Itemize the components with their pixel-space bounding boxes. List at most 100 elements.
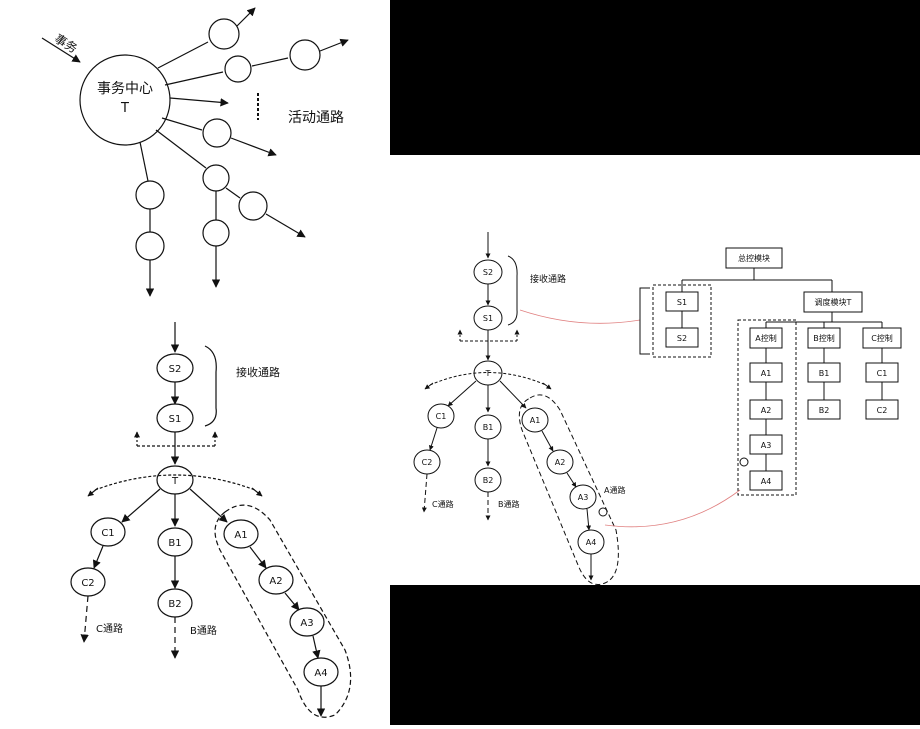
path-node: [135, 231, 165, 261]
branch-arrow: [265, 213, 306, 238]
red-link-s: [519, 309, 641, 324]
c-path-arrow: [80, 595, 89, 643]
branch-line: [225, 187, 241, 199]
module-tree: [639, 247, 902, 496]
flow-arrow: [447, 380, 477, 407]
b-path-label: B通路: [190, 624, 217, 637]
transaction-center-diagram: [41, 7, 349, 297]
text-a3: A3: [761, 441, 772, 450]
path-node: [135, 180, 165, 210]
center-circle: [79, 54, 171, 146]
flow-arrow: [121, 488, 161, 523]
text-root: 总控模块: [738, 253, 770, 263]
label-a3: A3: [300, 618, 313, 629]
flow-arrow: [189, 488, 228, 523]
branch-arrow: [319, 38, 349, 52]
activity-path-label: 活动通路: [288, 110, 344, 126]
text-b1: B1: [819, 369, 830, 378]
label-t: T: [171, 476, 179, 487]
flow-arrow: [541, 430, 554, 452]
node-a2: [546, 449, 574, 475]
branch-line: [155, 129, 207, 169]
box-dispatch: [803, 291, 863, 313]
a-group-boundary: [737, 319, 797, 496]
node-a3: [569, 484, 597, 510]
text-a4: A4: [761, 477, 772, 486]
receive-brace: [507, 255, 518, 326]
label-a1: A1: [234, 530, 247, 541]
label-c1: C1: [436, 412, 447, 421]
label-a4: A4: [314, 668, 327, 679]
branch-line: [164, 71, 224, 86]
branch-line: [157, 41, 209, 69]
label-s1: S1: [169, 414, 182, 425]
label-b1: B1: [168, 538, 181, 549]
center-label: T: [120, 101, 129, 116]
c-path-arrow: [421, 473, 428, 513]
node-a3: [289, 607, 325, 637]
branch-line: [251, 57, 289, 67]
node-c1: [90, 517, 126, 547]
module-tree-labels: 总控模块 调度模块T S1 S2 A控制 A1 A2 A3 A4 B控制 B1 …: [677, 253, 893, 486]
flow-arrow: [428, 427, 438, 451]
node-a2: [258, 565, 294, 595]
a-path-boundary: [518, 394, 619, 585]
flow-arrow: [249, 546, 267, 569]
text-a1: A1: [761, 369, 772, 378]
center-title: 事务中心: [97, 81, 153, 97]
s-bracket: [639, 287, 650, 355]
label-c1: C1: [101, 528, 114, 539]
text-c-control: C控制: [871, 333, 893, 343]
label-c2: C2: [422, 458, 433, 467]
label-a4: A4: [586, 538, 597, 547]
label-a2: A2: [555, 458, 566, 467]
path-node: [202, 219, 230, 247]
connector-dot: [598, 507, 608, 517]
node-a1: [223, 519, 259, 549]
label-t: T: [485, 369, 491, 378]
label-s2: S2: [169, 364, 182, 375]
branch-arrow: [236, 7, 256, 27]
bottom-left-flow: [70, 322, 352, 718]
top-black-band: [390, 0, 920, 155]
label-s2: S2: [483, 268, 493, 277]
box-b2: [807, 399, 841, 420]
text-c1: C1: [877, 369, 888, 378]
arc-arrow-right: [542, 382, 552, 390]
node-c1: [427, 403, 455, 429]
flow-arrow: [312, 635, 321, 659]
text-s1: S1: [677, 298, 687, 307]
path-node: [224, 55, 252, 83]
arc-arrow-left: [87, 487, 99, 497]
bottom-left-node-labels: S2 S1 T C1 C2 B1 B2 A1 A2 A3 A4: [81, 364, 327, 679]
right-node-labels: S2 S1 T C1 C2 B1 B2 A1 A2 A3 A4: [422, 268, 597, 547]
receive-path-label: 接收通路: [236, 365, 280, 379]
branch-arrow: [169, 97, 229, 107]
b-path-label: B通路: [498, 499, 520, 509]
right-flow: [413, 232, 619, 585]
path-node: [202, 164, 230, 192]
branch-line: [139, 141, 149, 182]
flow-arrow: [284, 592, 300, 611]
arc-arrow-right: [251, 487, 263, 497]
connector-dot: [739, 457, 749, 467]
label-b2: B2: [483, 476, 494, 485]
label-a2: A2: [269, 576, 282, 587]
label-a1: A1: [530, 416, 541, 425]
text-c2: C2: [877, 406, 888, 415]
input-label: 事务: [52, 31, 80, 56]
node-a1: [521, 407, 549, 433]
flow-arrow: [92, 545, 104, 569]
label-s1: S1: [483, 314, 493, 323]
text-a-control: A控制: [755, 333, 776, 343]
path-node: [289, 39, 321, 71]
c-path-label: C通路: [432, 499, 454, 509]
text-a2: A2: [761, 406, 772, 415]
text-dispatch: 调度模块T: [815, 297, 852, 307]
a-path-label: A通路: [604, 485, 625, 495]
red-link-a: [604, 489, 741, 528]
flow-arrow: [499, 380, 527, 409]
box-c2: [865, 399, 899, 420]
